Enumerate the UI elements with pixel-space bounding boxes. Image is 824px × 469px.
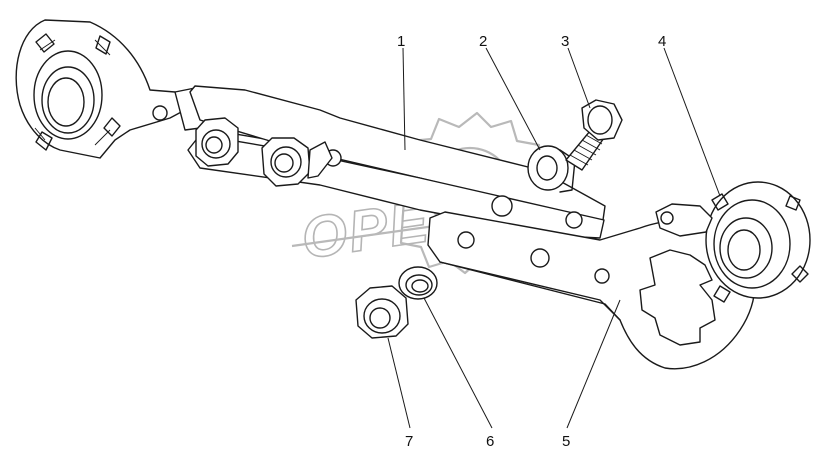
leader-1 (402, 47, 406, 151)
callout-6: 6 (486, 433, 494, 450)
part-6-washer (398, 266, 438, 300)
callout-labels: 1 2 3 4 5 6 7 (397, 33, 666, 450)
part-2-bushing (527, 145, 576, 193)
callout-3: 3 (561, 33, 569, 50)
callout-4: 4 (658, 33, 666, 50)
leader-2 (485, 47, 541, 151)
bar-nuts (195, 117, 333, 187)
leader-4 (663, 47, 721, 197)
leader-lines (387, 47, 721, 429)
part-3-bolt (565, 99, 623, 171)
part-7-nut (355, 285, 409, 339)
callout-1: 1 (397, 33, 405, 50)
callout-5: 5 (562, 433, 570, 450)
part-4-bearing-ring (655, 181, 811, 303)
callout-2: 2 (479, 33, 487, 50)
leader-6 (423, 297, 493, 429)
leader-3 (567, 47, 591, 109)
leader-5 (566, 299, 621, 429)
callout-7: 7 (405, 433, 413, 450)
leader-7 (387, 337, 411, 429)
